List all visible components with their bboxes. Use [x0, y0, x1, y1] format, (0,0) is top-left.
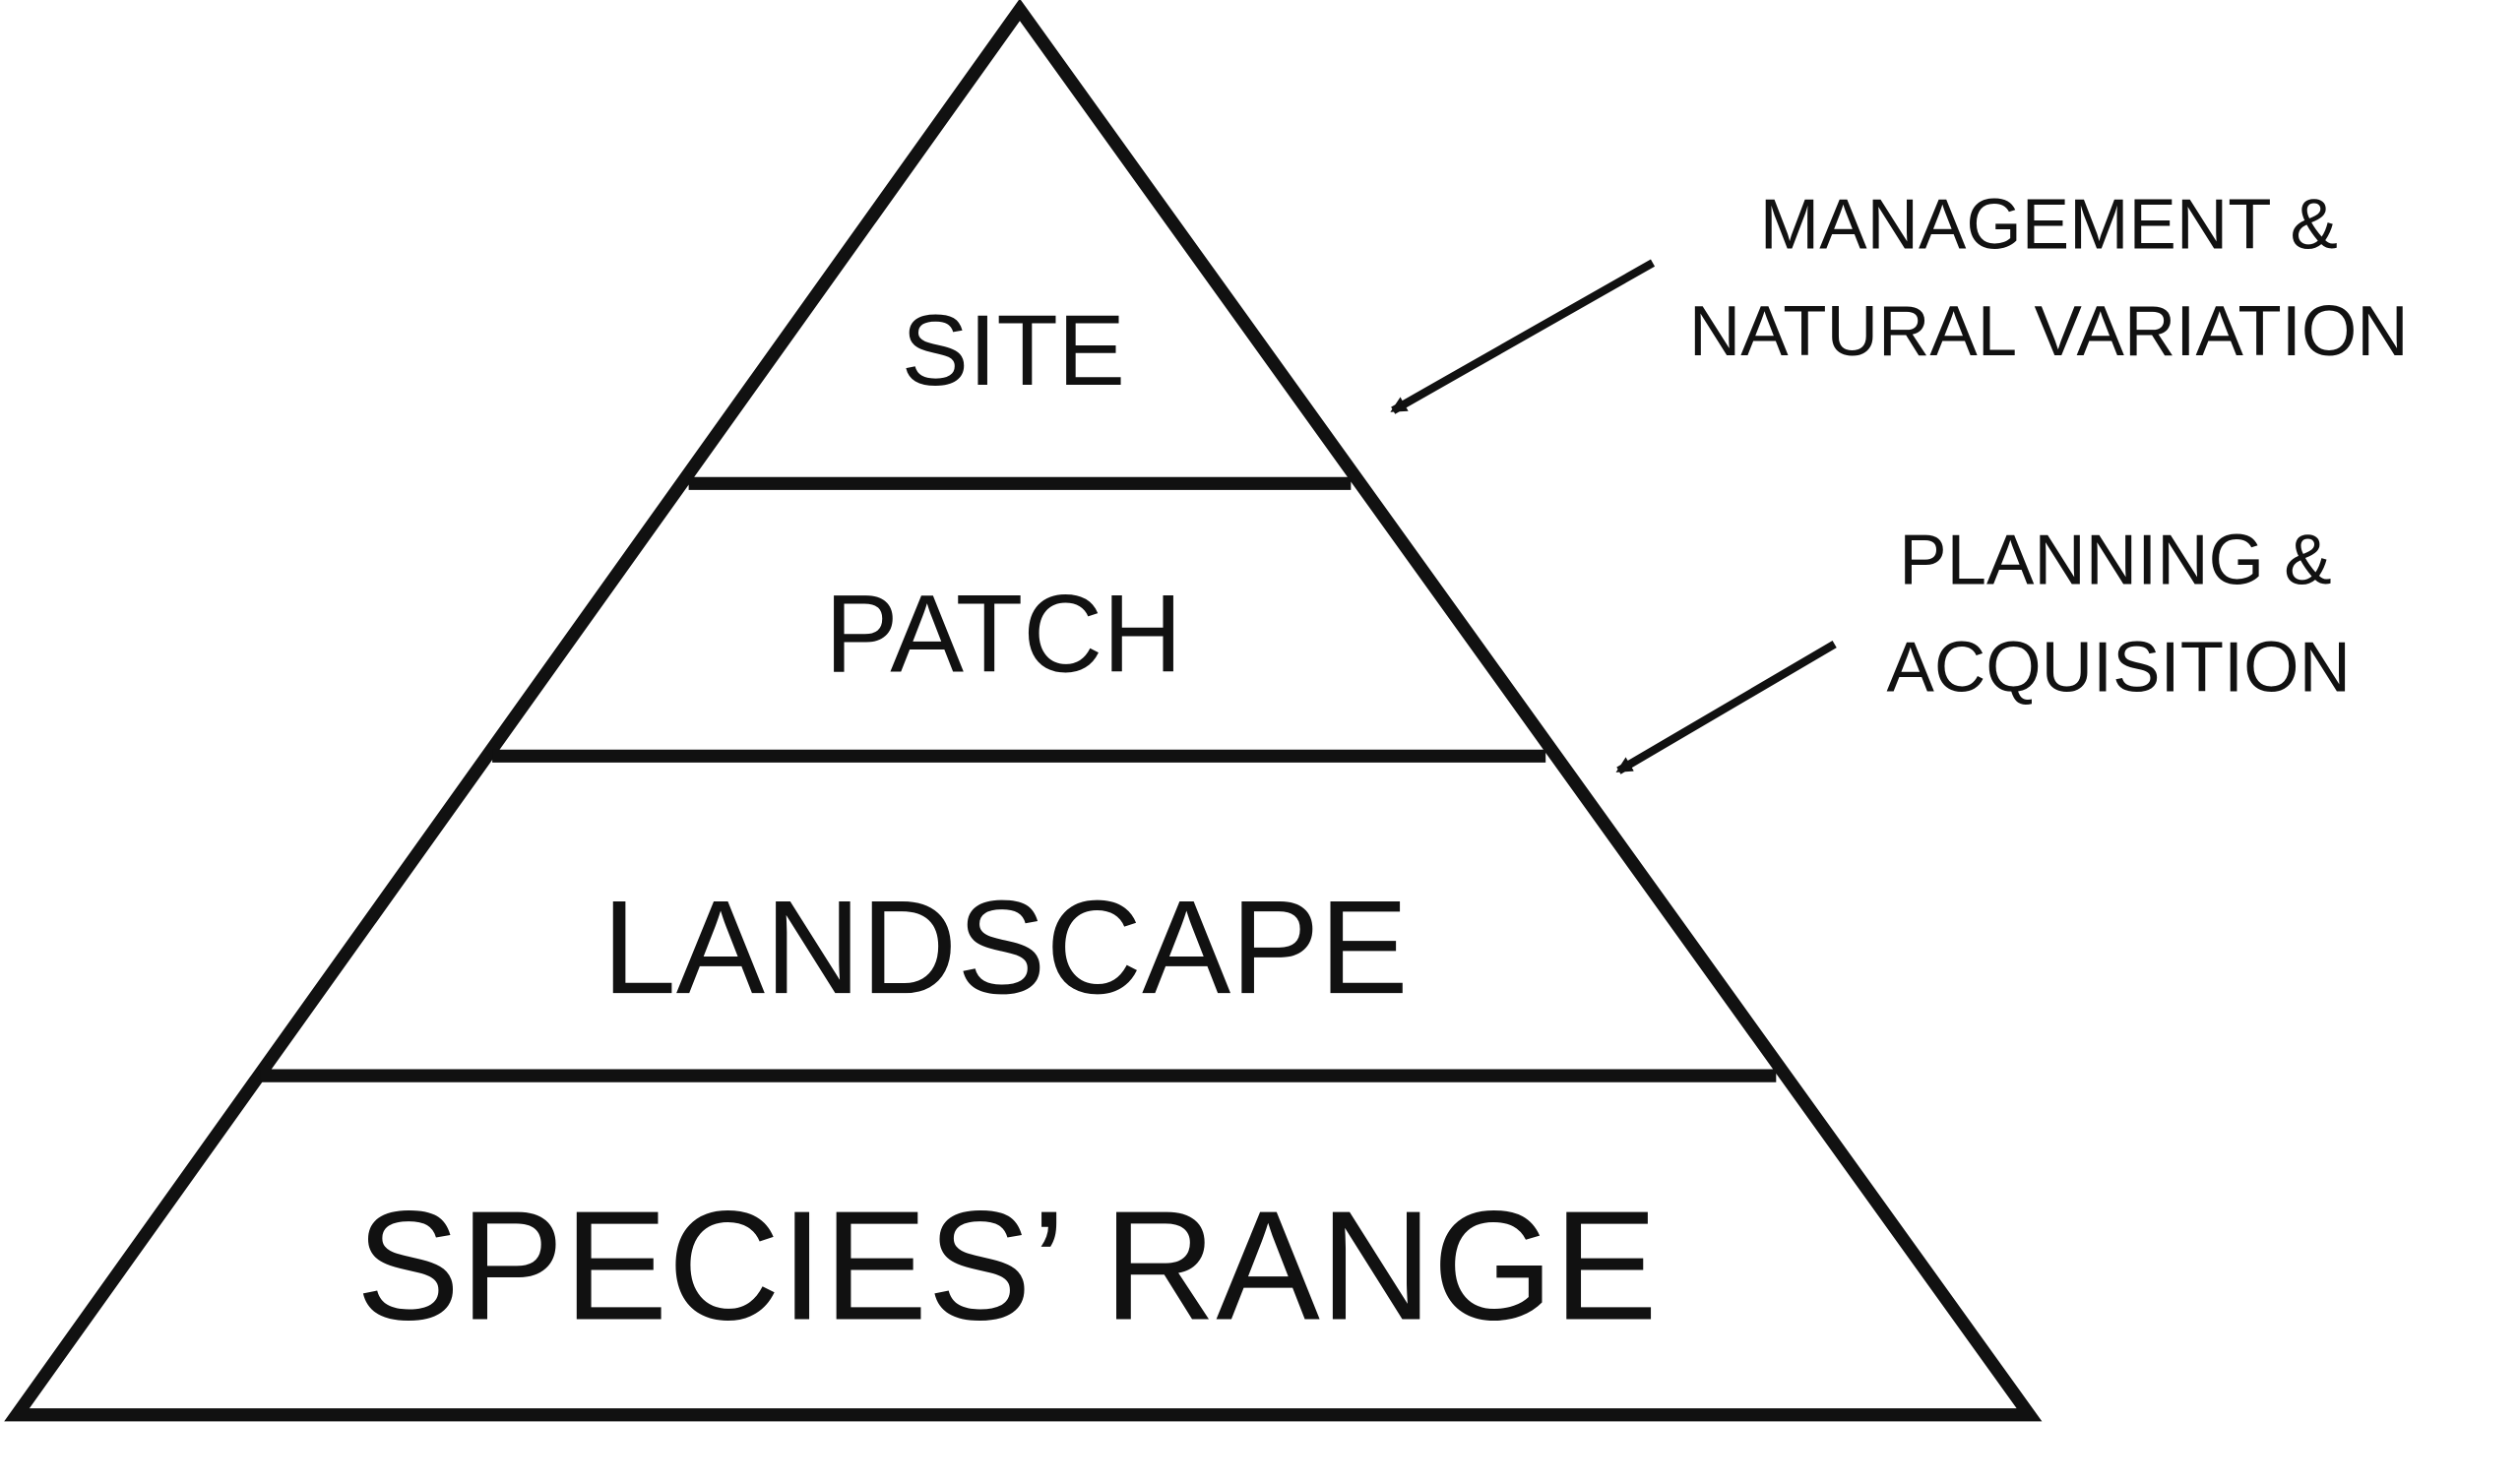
arrow-planning: [1615, 641, 1837, 774]
arrow-management: [1390, 259, 1656, 414]
pyramid-outline: [4, 0, 2043, 1422]
annotation-planning-line1: PLANNING &: [1899, 521, 2331, 600]
level-label-patch: PATCH: [825, 573, 1182, 696]
annotation-management-line2: NATURAL VARIATION: [1689, 291, 2409, 371]
level-label-species-range: SPECIES’ RANGE: [356, 1178, 1658, 1352]
annotation-planning-line2: ACQUISITION: [1886, 627, 2351, 707]
annotation-management-line1: MANAGEMENT &: [1760, 184, 2338, 264]
level-label-site: SITE: [902, 293, 1125, 406]
level-label-landscape: LANDSCAPE: [602, 873, 1409, 1021]
